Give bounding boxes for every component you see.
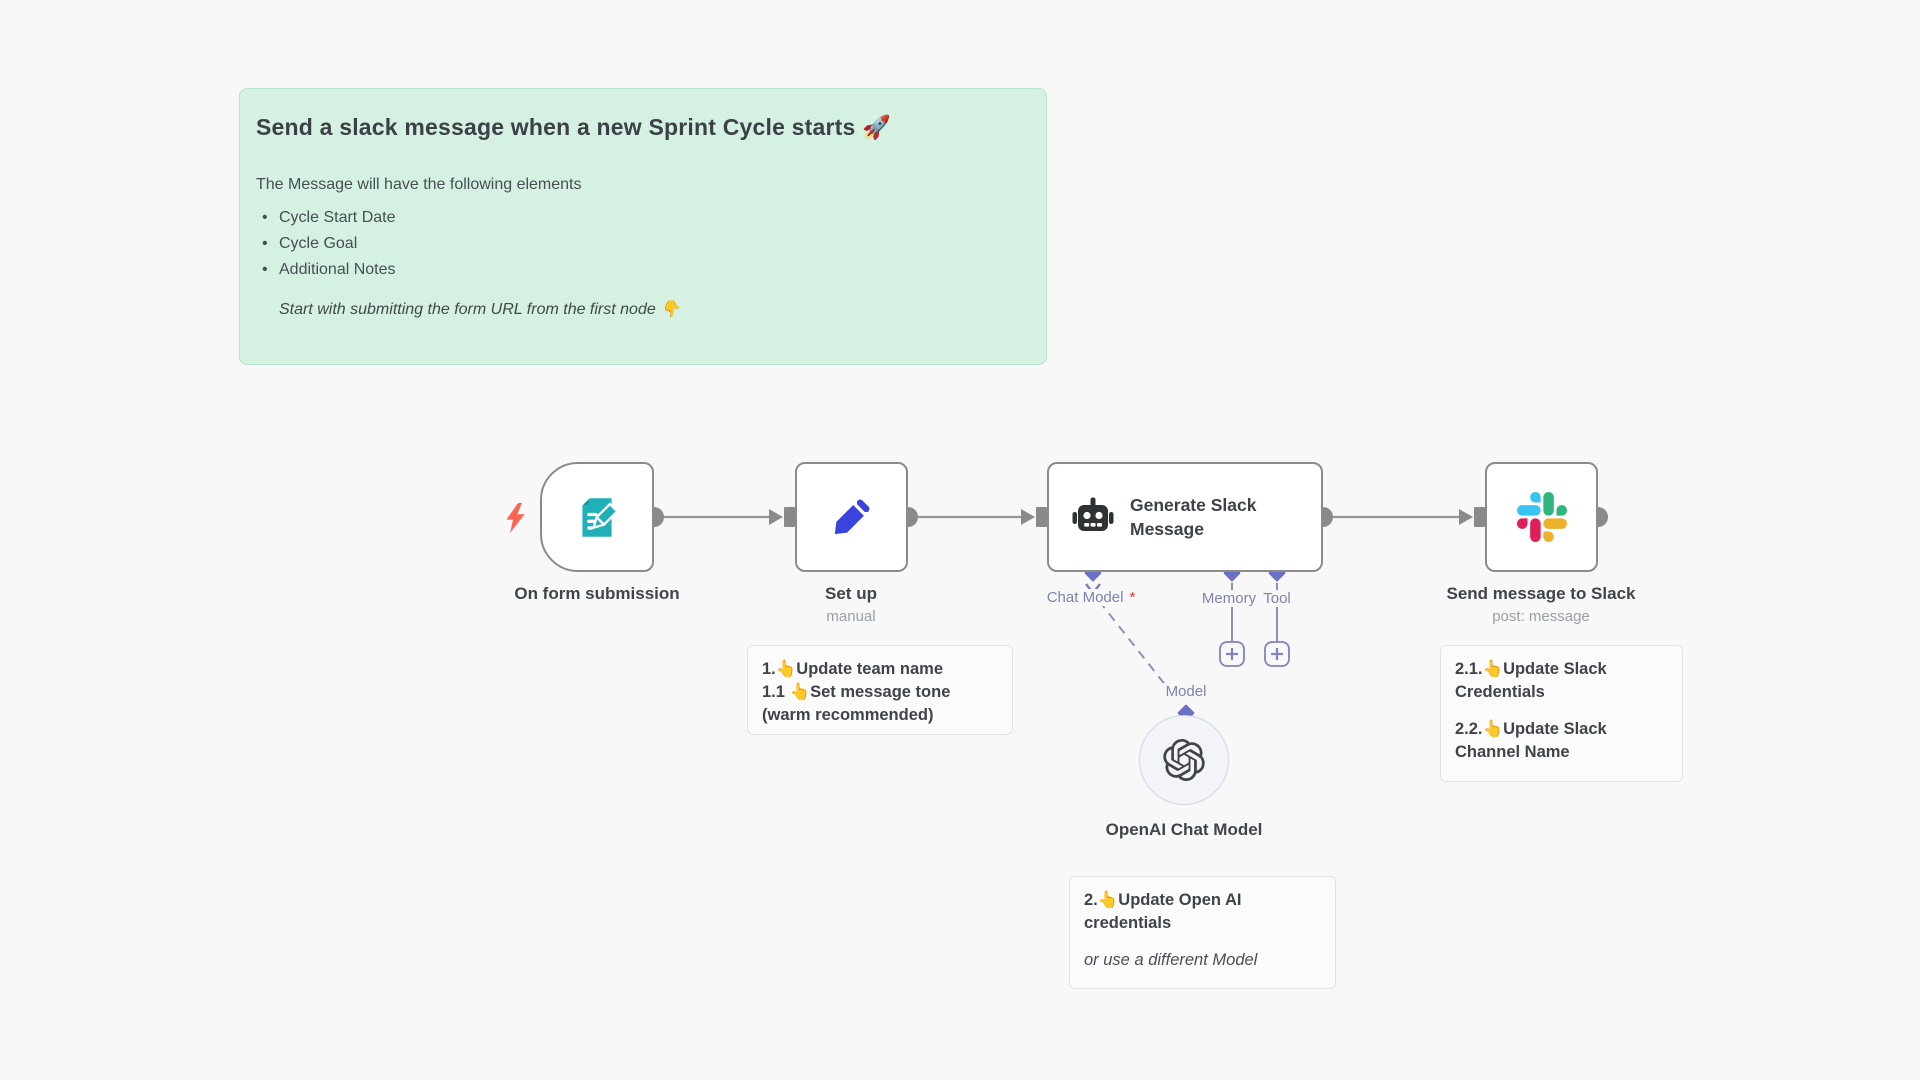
- node-openai-chat-model[interactable]: [1139, 715, 1229, 805]
- sticky-note-setup-steps[interactable]: 1.👆Update team name 1.1 👆Set message ton…: [747, 645, 1013, 735]
- required-asterisk: *: [1126, 589, 1139, 606]
- note-line: or use a different Model: [1084, 951, 1258, 969]
- note-line: 1.1 👆Set message tone (warm recommended): [762, 683, 951, 724]
- sticky-note-openai-steps[interactable]: 2.👆Update Open AI credentials or use a d…: [1069, 876, 1336, 989]
- note-line: 1.👆Update team name: [762, 660, 944, 678]
- input-endpoint-slack: [1474, 507, 1485, 527]
- sticky-note-title: Send a slack message when a new Sprint C…: [256, 114, 891, 140]
- add-memory-button[interactable]: [1219, 641, 1245, 667]
- arrowhead-icon: [1021, 509, 1035, 525]
- node-label-openai-chat-model: OpenAI Chat Model: [1105, 820, 1263, 839]
- input-endpoint-agent: [1036, 507, 1047, 527]
- pencil-icon: [834, 499, 869, 535]
- port-label-memory: Memory: [1169, 590, 1289, 607]
- node-label-set-up: Set up: [825, 584, 877, 603]
- port-label-chat-model: Chat Model*: [1021, 589, 1161, 606]
- sticky-note-footer: Start with submitting the form URL from …: [279, 301, 681, 318]
- bullet-item: Additional Notes: [256, 257, 1030, 283]
- note-line: 2.👆Update Open AI credentials: [1084, 891, 1242, 932]
- form-icon: [582, 498, 619, 537]
- bullet-item: Cycle Start Date: [256, 205, 1030, 231]
- input-endpoint-setup: [784, 507, 795, 527]
- node-sublabel-set-up: manual: [826, 608, 876, 625]
- note-line: 2.1.👆Update Slack Credentials: [1455, 660, 1607, 701]
- node-send-message-to-slack[interactable]: [1485, 462, 1598, 572]
- trigger-bolt-icon: [506, 503, 525, 533]
- port-label-tool: Tool: [1217, 590, 1337, 607]
- arrowhead-icon: [769, 509, 783, 525]
- sticky-note-slack-steps[interactable]: 2.1.👆Update Slack Credentials 2.2.👆Updat…: [1440, 645, 1683, 782]
- bullet-item: Cycle Goal: [256, 231, 1030, 257]
- arrowhead-icon: [1459, 509, 1473, 525]
- port-label-model: Model: [1126, 683, 1246, 700]
- node-generate-slack-message[interactable]: Generate Slack Message: [1047, 462, 1323, 572]
- node-set-up[interactable]: [795, 462, 908, 572]
- robot-icon: [1072, 497, 1114, 531]
- node-on-form-submission[interactable]: [540, 462, 654, 572]
- sticky-note-intro: The Message will have the following elem…: [256, 176, 582, 193]
- connection-chatmodel-openai: [1098, 600, 1179, 702]
- add-tool-button[interactable]: [1264, 641, 1290, 667]
- node-label-send-message-to-slack: Send message to Slack: [1446, 584, 1636, 603]
- node-label-on-form-submission: On form submission: [514, 584, 680, 603]
- node-sublabel-send-message-to-slack: post: message: [1492, 608, 1590, 625]
- node-title-generate-slack-message: Generate Slack Message: [1130, 495, 1257, 539]
- note-line: 2.2.👆Update Slack Channel Name: [1455, 720, 1607, 761]
- sticky-note-main[interactable]: Send a slack message when a new Sprint C…: [239, 88, 1047, 365]
- slack-icon: [1516, 492, 1567, 542]
- openai-icon: [1163, 739, 1205, 781]
- sticky-note-bullet-list: Cycle Start Date Cycle Goal Additional N…: [256, 205, 1030, 283]
